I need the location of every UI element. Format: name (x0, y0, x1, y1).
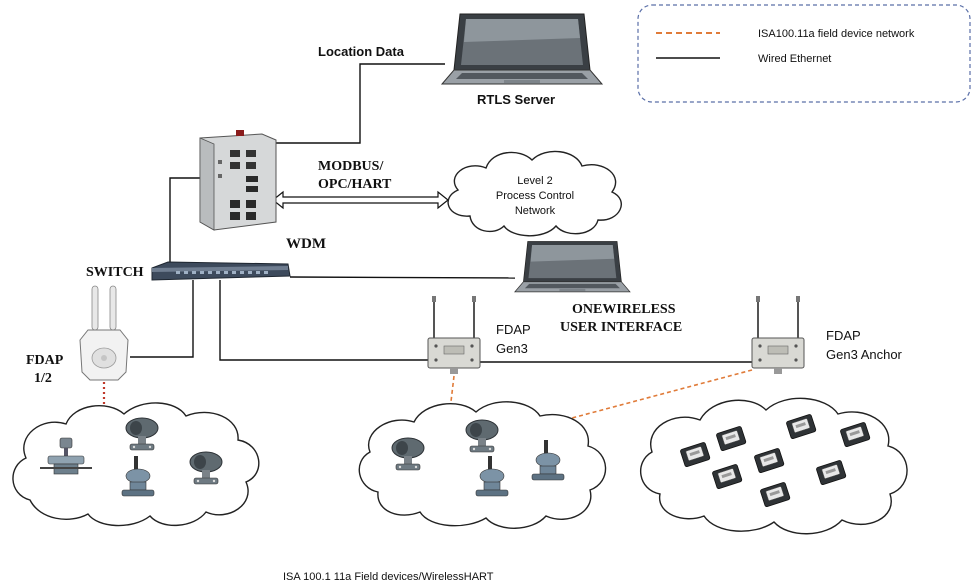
field-device-icon (465, 419, 499, 453)
label-fdap-gen3-line1: FDAP (496, 322, 531, 337)
field-device-icon (40, 437, 92, 475)
legend-wireless-label: ISA100.11a field device network (758, 28, 915, 40)
label-fdap12-line2: 1/2 (34, 371, 52, 386)
label-modbus-line2: OPC/HART (318, 177, 392, 192)
label-fdap-gen3-line2: Gen3 (496, 341, 528, 356)
level2-cloud-icon (447, 150, 622, 237)
label-location-data: Location Data (318, 44, 405, 59)
label-rtls-server: RTLS Server (477, 92, 555, 107)
field-device-icon (531, 440, 565, 481)
fdap12-access-point-icon (79, 285, 129, 381)
wdm-controller-icon (199, 130, 277, 231)
label-level2-line3: Network (515, 205, 556, 217)
network-switch-icon (151, 261, 291, 281)
link-switch-to-fdap12 (130, 280, 194, 358)
label-fdap-anchor-line2: Gen3 Anchor (826, 347, 903, 362)
footer-caption: ISA 100.1 11a Field devices/WirelessHART (283, 571, 494, 583)
label-onewireless-line2: USER INTERFACE (560, 320, 682, 335)
field-device-icon (189, 451, 223, 485)
legend-wired-label: Wired Ethernet (758, 53, 831, 65)
user-interface-laptop-icon (514, 241, 631, 293)
link-switch-to-fdap-gen3 (219, 280, 428, 361)
fdap-anchor-gateway-icon (751, 295, 805, 375)
rtls-server-laptop-icon (441, 13, 603, 85)
field-device-icon (391, 437, 425, 471)
label-switch: SWITCH (86, 265, 144, 280)
label-wdm: WDM (286, 236, 326, 252)
label-onewireless-line1: ONEWIRELESS (572, 302, 676, 317)
legend-box (637, 4, 971, 103)
wireless-anchor-to-cloud (571, 369, 753, 419)
fdap-gen3-gateway-icon (427, 295, 481, 375)
label-level2-line2: Process Control (496, 190, 574, 202)
modbus-double-arrow (272, 190, 449, 210)
legend: ISA100.11a field device network Wired Et… (637, 4, 971, 103)
field-cloud-middle (358, 401, 607, 529)
link-switch-to-ui (289, 276, 516, 279)
label-modbus-line1: MODBUS/ (318, 159, 384, 174)
field-device-icon (125, 417, 159, 451)
link-wdm-to-rtls (266, 63, 445, 144)
field-device-icon (475, 456, 509, 497)
wired-links (130, 63, 752, 363)
label-fdap12-line1: FDAP (26, 353, 64, 368)
field-device-icon (121, 456, 155, 497)
label-level2-line1: Level 2 (517, 175, 552, 187)
label-fdap-anchor-line1: FDAP (826, 328, 861, 343)
link-wdm-to-switch (169, 177, 210, 262)
